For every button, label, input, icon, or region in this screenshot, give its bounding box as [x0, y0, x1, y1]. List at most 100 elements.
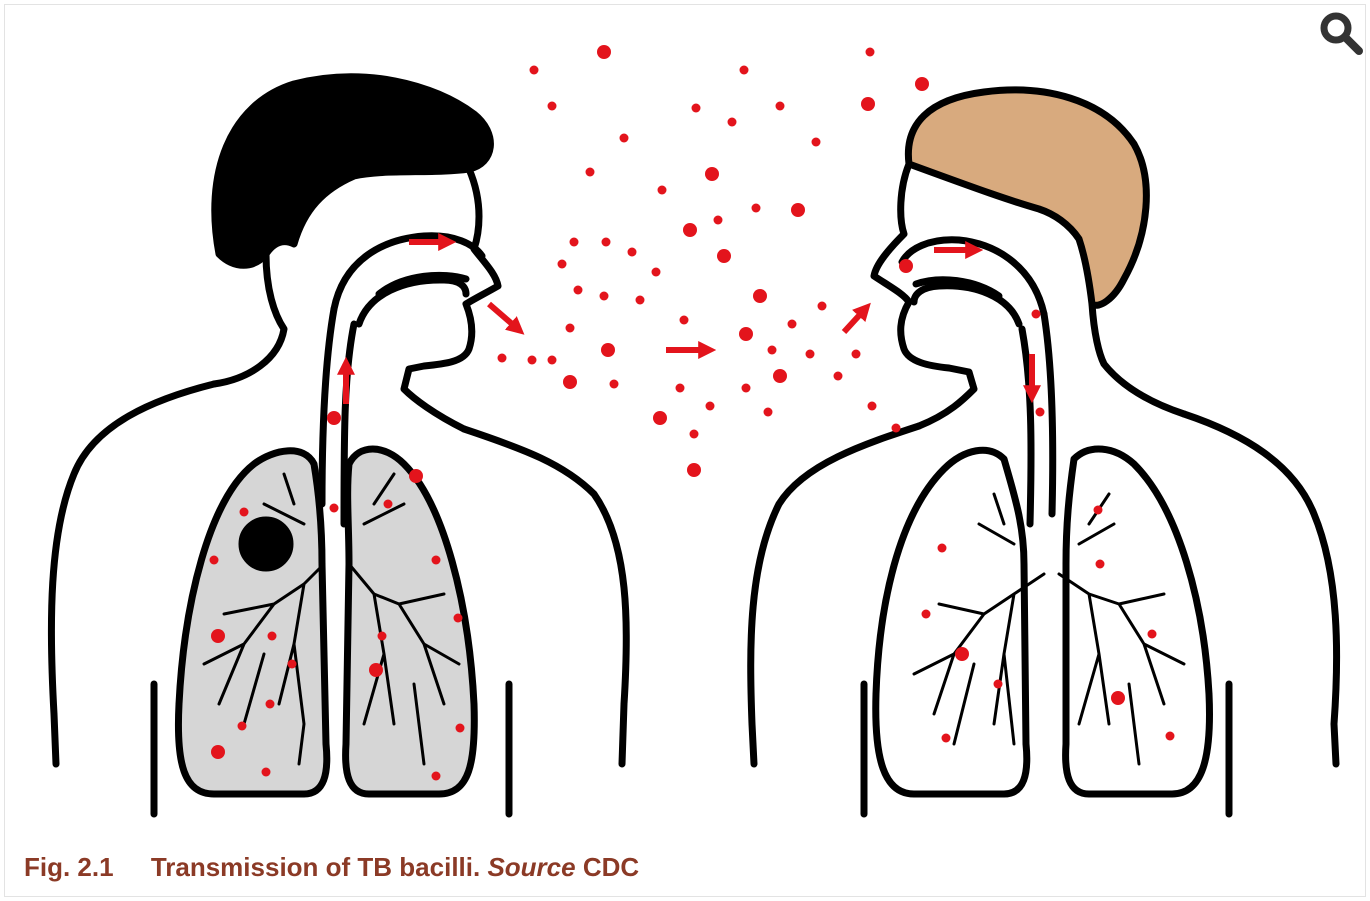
droplet — [1094, 506, 1103, 515]
droplet — [574, 286, 583, 295]
droplet — [558, 260, 567, 269]
droplet — [530, 66, 539, 75]
droplet — [806, 350, 815, 359]
droplet — [740, 66, 749, 75]
droplet — [601, 343, 615, 357]
droplet — [680, 316, 689, 325]
droplet — [1166, 732, 1175, 741]
droplet — [240, 508, 249, 517]
droplet — [528, 356, 537, 365]
droplet — [717, 249, 731, 263]
droplet — [586, 168, 595, 177]
droplet — [563, 375, 577, 389]
left-head-outline — [404, 169, 498, 429]
droplet — [788, 320, 797, 329]
droplet — [1036, 408, 1045, 417]
droplet — [892, 424, 901, 433]
arrow-exhale — [489, 304, 519, 330]
droplet — [728, 118, 737, 127]
droplet — [600, 292, 609, 301]
droplet — [915, 77, 929, 91]
figure-source-label: Source — [487, 852, 575, 882]
right-bronchial-tree — [914, 494, 1184, 764]
droplet — [268, 632, 277, 641]
droplet — [432, 772, 441, 781]
droplet — [548, 102, 557, 111]
droplet — [409, 469, 423, 483]
droplet — [498, 354, 507, 363]
droplet — [330, 504, 339, 513]
figure-source: CDC — [583, 852, 639, 882]
droplet — [238, 722, 247, 731]
droplet — [288, 660, 297, 669]
left-lung-right-lobe — [178, 451, 326, 794]
droplet — [938, 544, 947, 553]
droplet — [994, 680, 1003, 689]
droplet — [620, 134, 629, 143]
droplet — [752, 204, 761, 213]
arrow-inhale — [844, 308, 866, 332]
droplet — [432, 556, 441, 565]
droplet — [683, 223, 697, 237]
droplet — [211, 745, 225, 759]
droplet — [653, 411, 667, 425]
droplet — [955, 647, 969, 661]
droplet — [1096, 560, 1105, 569]
droplet — [739, 327, 753, 341]
droplet — [570, 238, 579, 247]
droplet — [714, 216, 723, 225]
droplet — [1032, 310, 1041, 319]
droplet — [773, 369, 787, 383]
droplet — [262, 768, 271, 777]
infected-person — [51, 77, 626, 814]
droplet — [210, 556, 219, 565]
droplet — [566, 324, 575, 333]
droplet — [687, 463, 701, 477]
droplet — [652, 268, 661, 277]
droplet — [1148, 630, 1157, 639]
droplet — [602, 238, 611, 247]
droplet — [597, 45, 611, 59]
droplet — [548, 356, 557, 365]
droplet — [384, 500, 393, 509]
figure-number: Fig. 2.1 — [24, 852, 114, 882]
right-trachea — [1022, 314, 1053, 524]
droplet — [690, 430, 699, 439]
droplet — [742, 384, 751, 393]
droplet — [454, 614, 463, 623]
droplet — [791, 203, 805, 217]
droplet — [768, 346, 777, 355]
tb-cavity — [242, 520, 290, 568]
exposed-person — [751, 90, 1337, 814]
figure-caption-text: Transmission of TB bacilli. — [151, 852, 480, 882]
droplet — [705, 167, 719, 181]
droplet — [899, 259, 913, 273]
left-neck-back — [214, 254, 284, 384]
droplet — [266, 700, 275, 709]
droplet — [692, 104, 701, 113]
droplet — [1111, 691, 1125, 705]
droplet — [610, 380, 619, 389]
magnifier-icon[interactable] — [1318, 10, 1364, 56]
droplet — [676, 384, 685, 393]
right-lung-left-lobe — [876, 450, 1027, 794]
droplet — [866, 48, 875, 57]
droplet — [834, 372, 843, 381]
left-nasal-passage — [334, 236, 482, 309]
droplet — [868, 402, 877, 411]
right-head-outline — [874, 164, 974, 426]
droplet — [753, 289, 767, 303]
right-torso-left — [751, 426, 919, 764]
droplet — [211, 629, 225, 643]
right-neck-back — [1092, 304, 1184, 414]
droplet — [628, 248, 637, 257]
left-torso-right — [464, 429, 626, 764]
droplet — [636, 296, 645, 305]
droplet — [764, 408, 773, 417]
droplet — [812, 138, 821, 147]
droplet — [776, 102, 785, 111]
droplet — [852, 350, 861, 359]
droplet — [369, 663, 383, 677]
figure-caption: Fig. 2.1 Transmission of TB bacilli. Sou… — [24, 852, 639, 883]
droplet — [706, 402, 715, 411]
